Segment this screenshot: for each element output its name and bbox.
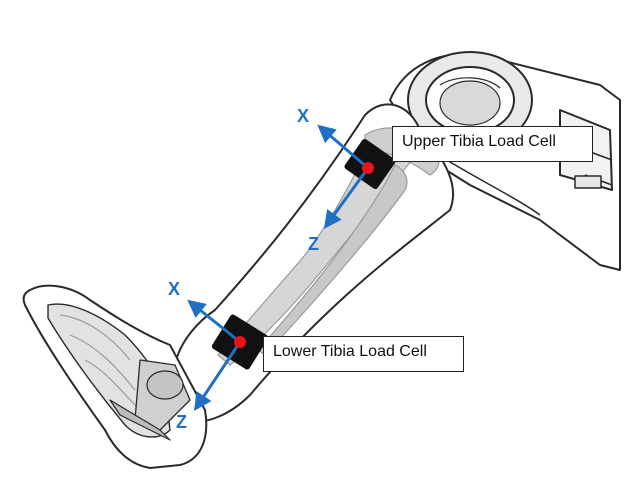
lower-load-cell-callout: Lower Tibia Load Cell — [263, 336, 464, 372]
upper-z-axis-arrow — [323, 167, 370, 229]
upper-load-cell-label: Upper Tibia Load Cell — [402, 133, 556, 150]
lower-x-axis-label: X — [168, 279, 180, 299]
lower-sensor-point — [234, 336, 246, 348]
lower-x-axis-arrow — [187, 299, 241, 344]
foot-assembly — [22, 284, 208, 469]
upper-load-cell-callout: Upper Tibia Load Cell — [392, 126, 593, 162]
lower-axis-arrows — [187, 299, 242, 411]
lower-load-cell-label: Lower Tibia Load Cell — [273, 343, 427, 360]
upper-x-axis-arrow — [317, 124, 369, 170]
upper-leg-assembly — [389, 51, 621, 271]
upper-axis-arrows — [317, 124, 370, 229]
lower-z-axis-label: Z — [176, 412, 187, 432]
upper-x-axis-label: X — [297, 106, 309, 126]
lower-z-axis-arrow — [194, 341, 242, 411]
upper-z-axis-label: Z — [308, 234, 319, 254]
upper-sensor-point — [362, 162, 374, 174]
